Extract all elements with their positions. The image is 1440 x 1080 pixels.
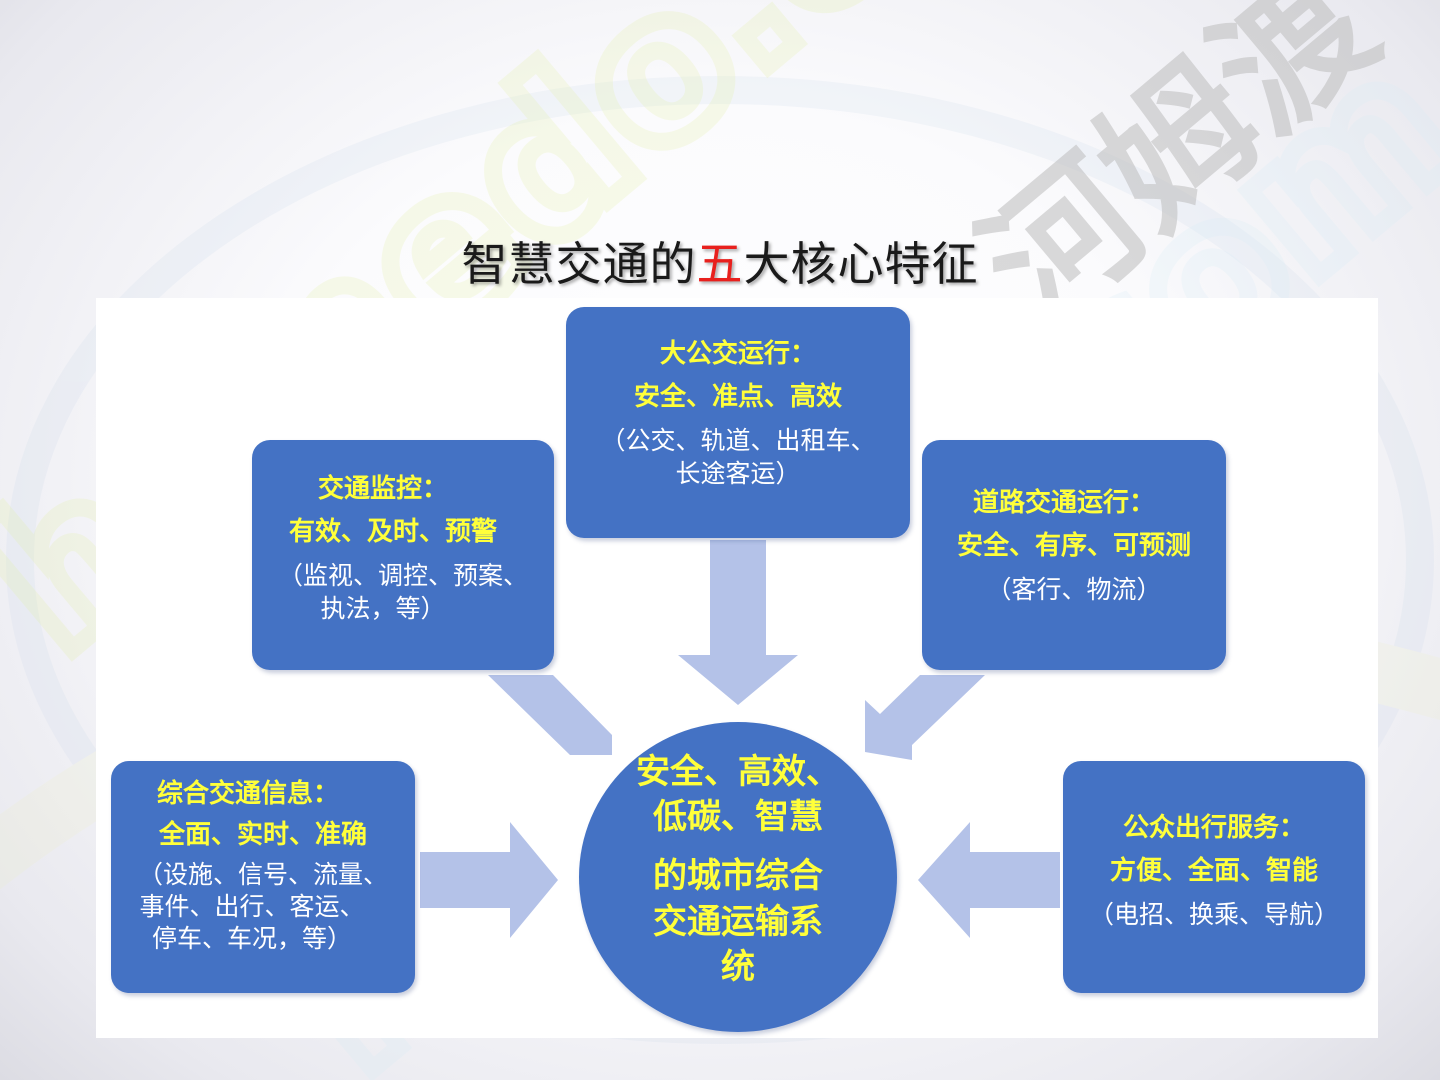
slide-title: 智慧交通的五大核心特征 <box>0 228 1440 294</box>
node-road-traffic: 道路交通运行： 安全、有序、可预测 （客行、物流） <box>922 440 1226 670</box>
node-heading: 大公交运行： <box>659 339 816 369</box>
node-subheading: 有效、及时、预警 <box>288 517 497 548</box>
node-note: （客行、物流） <box>922 574 1226 607</box>
center-line: 安全、高效、 <box>636 752 840 792</box>
node-note: （设施、信号、流量、 事件、出行、客运、 停车、车况，等） <box>111 859 415 955</box>
node-integrated-info: 综合交通信息： 全面、实时、准确 （设施、信号、流量、 事件、出行、客运、 停车… <box>111 761 415 993</box>
title-highlight: 五 <box>696 237 744 291</box>
node-note-line: （公交、轨道、出租车、 <box>600 426 876 456</box>
node-note: （监视、调控、预案、 执法，等） <box>252 560 554 625</box>
title-prefix: 智慧交通的 <box>461 237 697 291</box>
node-note-line: 执法，等） <box>320 593 446 623</box>
arrow-upper-left-diagonal <box>488 675 612 755</box>
center-goal-circle: 安全、高效、 低碳、智慧 的城市综合 交通运输系 统 <box>579 722 897 1032</box>
arrow-upper-right-diagonal <box>865 675 985 760</box>
node-note-line: （监视、调控、预案、 <box>277 561 528 591</box>
node-note-line: （设施、信号、流量、 <box>137 860 388 890</box>
node-public-transit: 大公交运行： 安全、准点、高效 （公交、轨道、出租车、 长途客运） <box>566 307 910 538</box>
node-heading: 道路交通运行： <box>972 488 1155 518</box>
arrow-right-left <box>918 822 1060 938</box>
center-line: 交通运输系 <box>653 901 823 942</box>
node-heading: 综合交通信息： <box>156 779 339 809</box>
node-note-line: （电招、换乘、导航） <box>1088 900 1339 930</box>
node-note-line: 长途客运） <box>675 458 801 488</box>
title-suffix: 大核心特征 <box>743 237 979 291</box>
node-subheading: 安全、准点、高效 <box>633 382 842 413</box>
node-note: （公交、轨道、出租车、 长途客运） <box>566 425 910 490</box>
center-line: 统 <box>721 946 755 987</box>
node-subheading: 安全、有序、可预测 <box>956 531 1191 562</box>
node-subheading: 方便、全面、智能 <box>1109 856 1318 887</box>
center-line: 的城市综合 <box>653 856 823 897</box>
node-note: （电招、换乘、导航） <box>1063 899 1365 932</box>
node-heading: 交通监控： <box>317 474 448 504</box>
node-public-travel-service: 公众出行服务： 方便、全面、智能 （电招、换乘、导航） <box>1063 761 1365 993</box>
center-line: 低碳、智慧 <box>653 797 823 838</box>
node-heading: 公众出行服务： <box>1122 813 1305 843</box>
node-traffic-monitoring: 交通监控： 有效、及时、预警 （监视、调控、预案、 执法，等） <box>252 440 554 670</box>
node-note-line: 停车、车况，等） <box>151 924 352 954</box>
node-note-line: （客行、物流） <box>986 575 1162 605</box>
node-note-line: 事件、出行、客运、 <box>139 892 365 922</box>
arrow-left-right <box>420 822 558 938</box>
node-subheading: 全面、实时、准确 <box>158 820 367 851</box>
arrow-top-down <box>678 540 798 705</box>
